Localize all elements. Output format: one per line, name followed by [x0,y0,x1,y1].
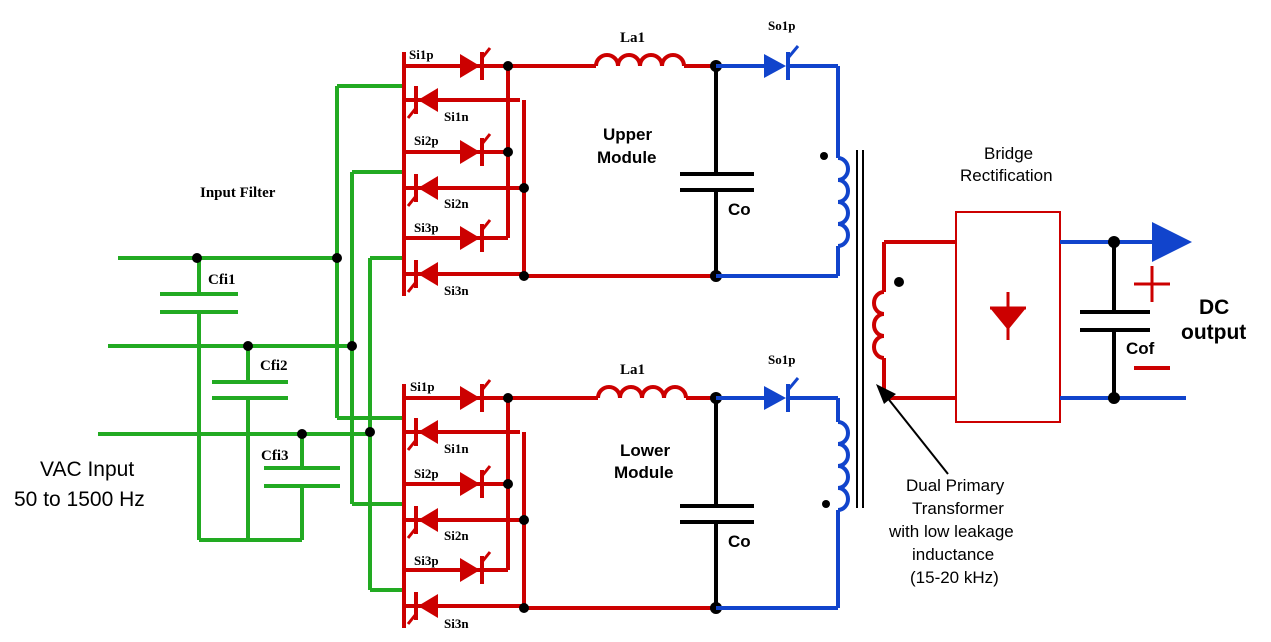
lower-module-label-line1: Lower [620,441,670,460]
upper-output-wiring [716,45,850,278]
upper-module-label-line1: Upper [603,125,653,144]
dc-output-label-line1: DC [1199,296,1229,319]
transformer-core [856,150,864,508]
lower-si1p-label: Si1p [410,379,435,394]
cof-label: Cof [1126,339,1155,358]
lower-si3n-label: Si3n [444,616,469,631]
input-filter-wiring [98,84,404,592]
upper-la1-label: La1 [620,30,645,46]
lower-si3p-label: Si3p [414,553,439,568]
upper-module-wiring [402,52,716,296]
transformer-label-line4: inductance [912,545,994,564]
upper-si1p-label: Si1p [409,47,434,62]
upper-module-label-line2: Module [597,148,657,167]
upper-si3p-label: Si3p [414,220,439,235]
upper-so1p-label: So1p [768,18,795,33]
secondary-wiring [872,240,956,400]
lower-si1n-label: Si1n [444,441,469,456]
bridge-label-line1: Bridge [984,144,1033,163]
upper-co-label: Co [728,200,751,219]
bridge-label-line2: Rectification [960,166,1053,185]
lower-co-label: Co [728,532,751,551]
lower-co-capacitor [680,392,754,614]
input-filter-label: Input Filter [200,185,276,201]
vac-input-label-line1: VAC Input [40,458,134,481]
lower-module-wiring [402,384,716,628]
lower-la1-label: La1 [620,362,645,378]
dc-output-label-line2: output [1181,321,1246,344]
upper-co-capacitor [680,60,754,282]
lower-module-label-line2: Module [614,463,674,482]
cfi2-label: Cfi2 [260,358,288,374]
cfi1-label: Cfi1 [208,272,236,288]
transformer-label-line5: (15-20 kHz) [910,568,999,587]
upper-switches [406,47,492,293]
vac-input-label-line2: 50 to 1500 Hz [14,488,145,511]
upper-si2p-label: Si2p [414,133,439,148]
lower-output-wiring [716,377,850,610]
lower-so1p-label: So1p [768,352,795,367]
transformer-annotation-arrow [876,384,949,475]
lower-si2p-label: Si2p [414,466,439,481]
upper-si2n-label: Si2n [444,196,469,211]
upper-si1n-label: Si1n [444,109,469,124]
dc-output-wiring [1060,222,1192,404]
upper-si3n-label: Si3n [444,283,469,298]
transformer-label-line3: with low leakage [888,522,1014,541]
transformer-label-line2: Transformer [912,499,1004,518]
lower-si2n-label: Si2n [444,528,469,543]
transformer-label-line1: Dual Primary [906,476,1005,495]
cfi3-label: Cfi3 [261,448,289,464]
lower-switches [406,379,492,625]
bridge-rectifier [955,211,1061,423]
